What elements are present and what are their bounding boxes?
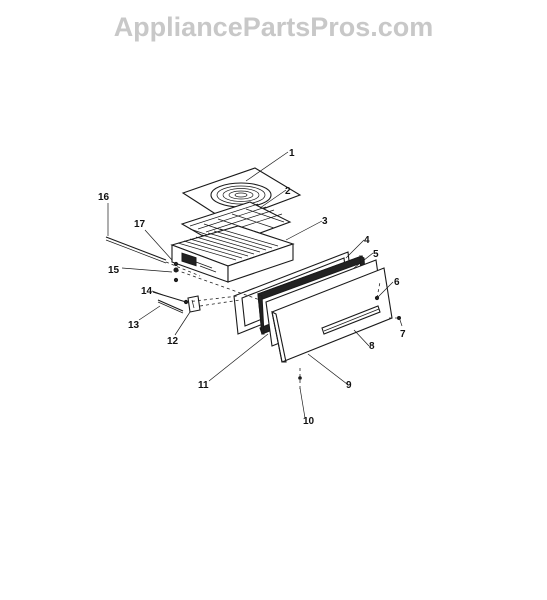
callout-17: 17: [134, 219, 146, 230]
callout-1: 1: [289, 148, 295, 159]
part-17-screw: [173, 261, 179, 267]
part-10-screw: [298, 368, 302, 390]
callout-15: 15: [108, 265, 120, 276]
leader-lines: [107, 151, 403, 419]
callout-8: 8: [369, 341, 375, 352]
part-1-broiler-pan-insert: [181, 167, 302, 223]
callout-16: 16: [98, 192, 110, 203]
part-3-drawer-body: [170, 225, 295, 283]
callout-6: 6: [394, 277, 400, 288]
part-12-hinge-bracket: [187, 295, 201, 313]
watermark-text: AppliancePartsPros.com: [113, 12, 434, 42]
callout-7: 7: [400, 329, 406, 340]
callout-10: 10: [303, 416, 315, 427]
callout-9: 9: [346, 380, 352, 391]
callout-4: 4: [364, 235, 370, 246]
part-13-spring: [157, 299, 184, 314]
callout-12: 12: [167, 336, 179, 347]
callout-3: 3: [322, 216, 328, 227]
callout-13: 13: [128, 320, 140, 331]
callout-11: 11: [198, 380, 209, 391]
callout-14: 14: [141, 286, 153, 297]
assembly-lines: [165, 261, 399, 319]
callout-5: 5: [373, 249, 379, 260]
callout-2: 2: [285, 186, 291, 197]
part-8-door-handle: [321, 305, 381, 335]
part-16-rod: [105, 236, 167, 264]
